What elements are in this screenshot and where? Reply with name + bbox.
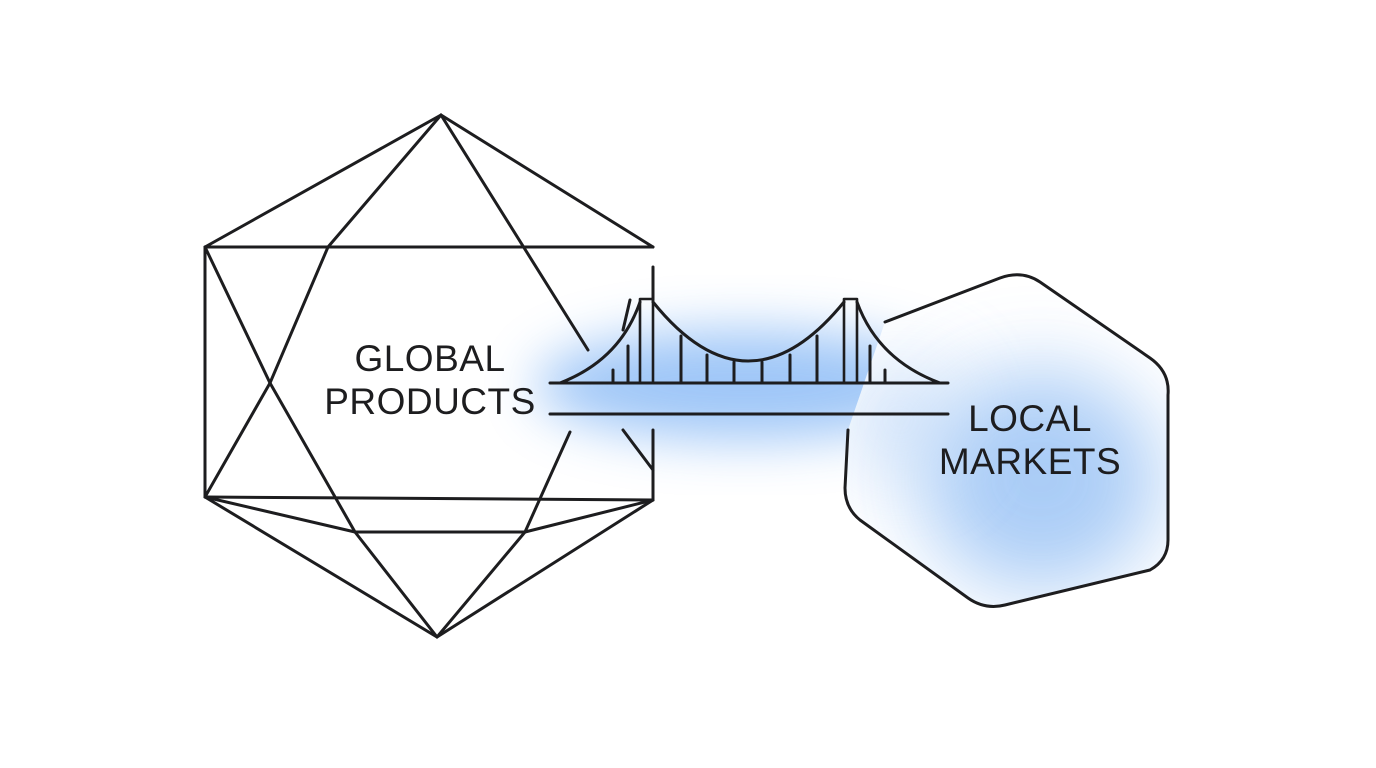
- global-products-label-line-2: PRODUCTS: [324, 381, 536, 422]
- local-markets-label: LOCAL MARKETS: [937, 397, 1123, 483]
- local-markets-label-line-2: MARKETS: [938, 441, 1122, 482]
- bridge-icon: [548, 297, 950, 416]
- global-products-label: GLOBAL PRODUCTS: [322, 337, 538, 423]
- local-markets-node: [843, 273, 1170, 608]
- local-markets-label-line-1: LOCAL: [968, 398, 1092, 439]
- global-products-label-line-1: GLOBAL: [354, 338, 506, 379]
- global-products-node: [203, 113, 655, 639]
